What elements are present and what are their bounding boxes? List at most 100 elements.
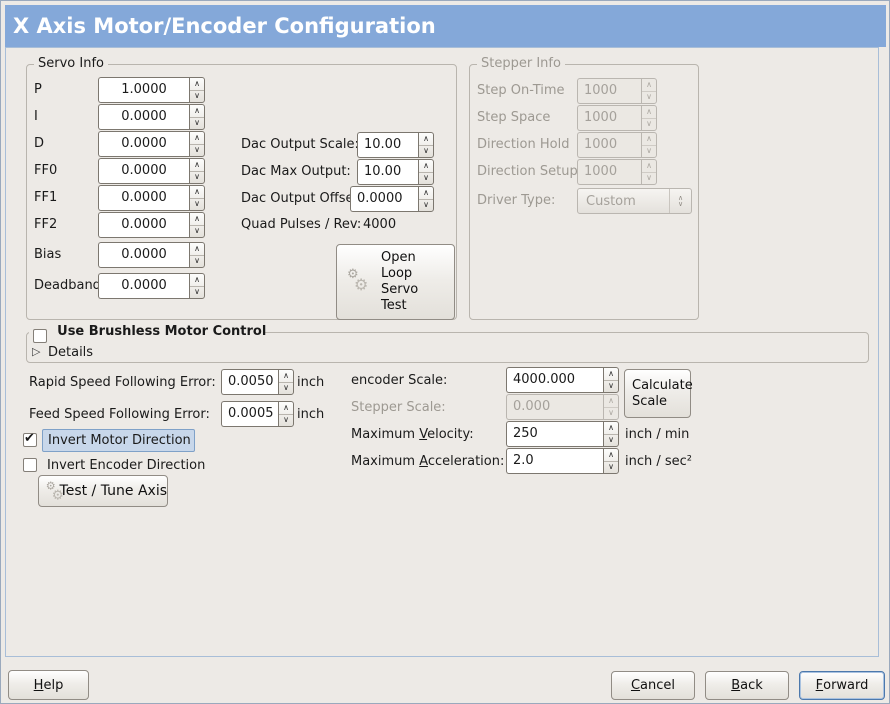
brushless-frame [26, 332, 869, 363]
deadband-input[interactable]: 0.0000 [98, 273, 189, 299]
rapid-ferror-input[interactable]: 0.0050 [221, 369, 278, 395]
i-input[interactable]: 0.0000 [98, 104, 189, 130]
max-velocity-spin-buttons[interactable] [603, 421, 619, 447]
dac-max-output-spin-buttons[interactable] [418, 159, 434, 185]
spin-up-icon[interactable] [419, 187, 433, 200]
spin-down-icon[interactable] [190, 199, 204, 211]
ff2-spin-buttons[interactable] [189, 212, 205, 238]
dac-output-offset-input[interactable]: 0.0000 [350, 186, 418, 212]
spin-down-icon[interactable] [604, 462, 618, 474]
spin-up-icon[interactable] [419, 160, 433, 173]
step-on-time-input: 1000 [577, 78, 641, 104]
dac-output-scale-spinbox: 10.00 [357, 132, 434, 158]
spin-down-icon[interactable] [190, 91, 204, 103]
spin-down-icon[interactable] [419, 173, 433, 185]
spin-up-icon[interactable] [190, 243, 204, 256]
spin-down-icon[interactable] [279, 383, 293, 395]
spin-down-icon[interactable] [190, 118, 204, 130]
max-accel-input[interactable]: 2.0 [506, 448, 603, 474]
feed-ferror-unit: inch [297, 407, 325, 422]
stepper-scale-spinbox: 0.000 [506, 394, 619, 420]
dac-output-scale-input[interactable]: 10.00 [357, 132, 418, 158]
spin-up-icon[interactable] [419, 133, 433, 146]
spin-up-icon[interactable] [604, 422, 618, 435]
spin-up-icon[interactable] [190, 159, 204, 172]
test-tune-axis-button[interactable]: Test / Tune Axis [38, 475, 168, 507]
invert-motor-checkbox[interactable] [23, 431, 37, 447]
spin-down-icon[interactable] [190, 287, 204, 299]
ff2-input[interactable]: 0.0000 [98, 212, 189, 238]
max-accel-unit: inch / sec² [625, 454, 693, 469]
spin-down-icon[interactable] [419, 146, 433, 158]
spin-down-icon[interactable] [190, 256, 204, 268]
invert-motor-label[interactable]: Invert Motor Direction [42, 429, 195, 452]
spin-down-icon[interactable] [604, 435, 618, 447]
stepper-info-frame-title: Stepper Info [477, 56, 565, 72]
bias-spin-buttons[interactable] [189, 242, 205, 268]
ff1-spin-buttons[interactable] [189, 185, 205, 211]
p-input[interactable]: 1.0000 [98, 77, 189, 103]
encoder-scale-input[interactable]: 4000.000 [506, 367, 603, 393]
servo-label-i: I [34, 109, 38, 124]
spin-up-icon[interactable] [190, 78, 204, 91]
use-brushless-checkbox[interactable] [33, 328, 47, 343]
spin-down-icon[interactable] [190, 172, 204, 184]
spin-down-icon[interactable] [279, 415, 293, 427]
calculate-scale-button[interactable]: Calculate Scale [624, 369, 693, 418]
spin-down-icon[interactable] [190, 226, 204, 238]
spin-up-icon [642, 106, 656, 119]
spin-down-icon[interactable] [604, 381, 618, 393]
stepper-scale-label: Stepper Scale: [351, 400, 446, 415]
rapid-ferror-spin-buttons[interactable] [278, 369, 294, 395]
spin-down-icon [642, 92, 656, 104]
spin-down-icon[interactable] [190, 145, 204, 157]
dac-max-output-input[interactable]: 10.00 [357, 159, 418, 185]
spin-up-icon[interactable] [279, 402, 293, 415]
spin-up-icon[interactable] [190, 274, 204, 287]
max-velocity-input[interactable]: 250 [506, 421, 603, 447]
d-input[interactable]: 0.0000 [98, 131, 189, 157]
spin-up-icon[interactable] [604, 368, 618, 381]
driver-type-label: Driver Type: [477, 193, 556, 208]
ff1-input[interactable]: 0.0000 [98, 185, 189, 211]
spin-up-icon[interactable] [604, 449, 618, 462]
rapid-ferror-spinbox: 0.0050 [221, 369, 294, 395]
direction-hold-spin-buttons [641, 132, 657, 158]
details-expander-label[interactable]: Details [48, 345, 94, 360]
ff0-input[interactable]: 0.0000 [98, 158, 189, 184]
encoder-scale-spin-buttons[interactable] [603, 367, 619, 393]
d-spin-buttons[interactable] [189, 131, 205, 157]
max-accel-spin-buttons[interactable] [603, 448, 619, 474]
feed-ferror-spin-buttons[interactable] [278, 401, 294, 427]
spin-up-icon[interactable] [190, 132, 204, 145]
dac-output-scale-spin-buttons[interactable] [418, 132, 434, 158]
driver-type-combobox: Custom [577, 188, 692, 214]
feed-ferror-input[interactable]: 0.0005 [221, 401, 278, 427]
dac-output-offset-spin-buttons[interactable] [418, 186, 434, 212]
details-expander-icon[interactable] [32, 346, 40, 358]
spin-up-icon[interactable] [190, 213, 204, 226]
bias-input[interactable]: 0.0000 [98, 242, 189, 268]
spin-up-icon[interactable] [279, 370, 293, 383]
p-spin-buttons[interactable] [189, 77, 205, 103]
dac-output-offset-label: Dac Output Offset: [241, 191, 363, 206]
ff0-spin-buttons[interactable] [189, 158, 205, 184]
invert-encoder-checkbox[interactable] [23, 458, 37, 472]
servo-label-ff0: FF0 [34, 163, 58, 178]
calculate-scale-label: Calculate Scale [632, 377, 693, 409]
gears-icon [46, 480, 63, 503]
i-spin-buttons[interactable] [189, 104, 205, 130]
dac-output-scale-label: Dac Output Scale: [241, 137, 359, 152]
invert-encoder-label[interactable]: Invert Encoder Direction [47, 458, 206, 473]
spin-up-icon[interactable] [190, 186, 204, 199]
spin-up-icon[interactable] [190, 105, 204, 118]
open-loop-servo-test-button[interactable]: Open Loop Servo Test [336, 244, 455, 320]
direction-hold-input: 1000 [577, 132, 641, 158]
spin-down-icon[interactable] [419, 200, 433, 212]
spin-down-icon [604, 408, 618, 420]
deadband-spin-buttons[interactable] [189, 273, 205, 299]
